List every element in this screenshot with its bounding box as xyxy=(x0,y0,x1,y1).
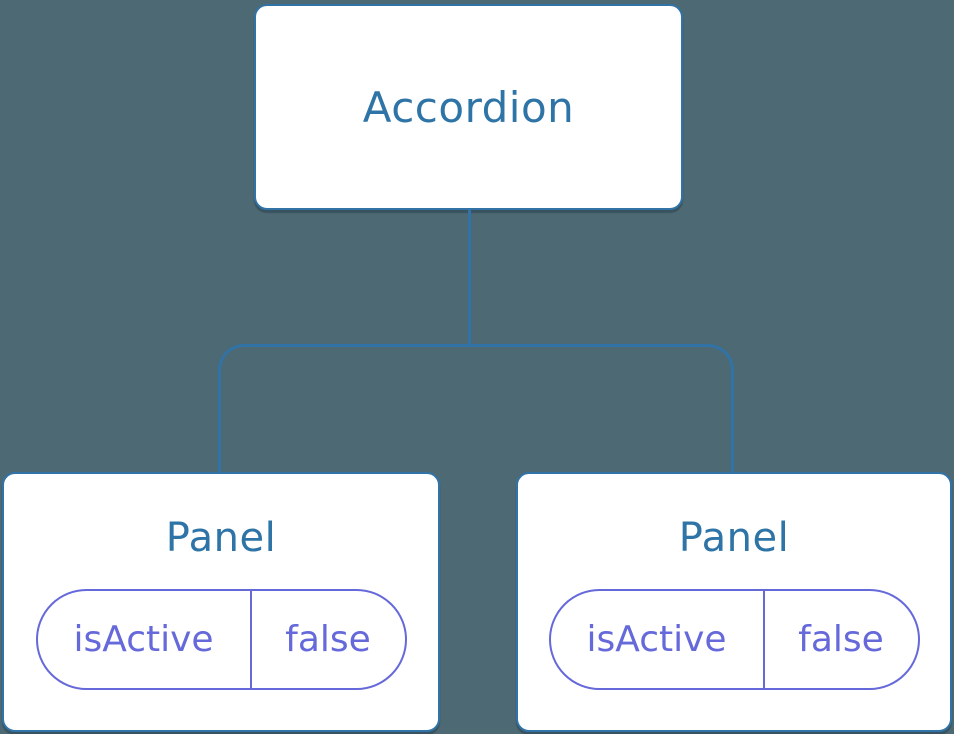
state-key: isActive xyxy=(551,591,765,688)
panel-node-label: Panel xyxy=(678,515,790,561)
state-pill: isActive false xyxy=(548,589,920,690)
panel-node-right: Panel isActive false xyxy=(516,472,952,732)
accordion-node: Accordion xyxy=(254,4,683,210)
accordion-node-label: Accordion xyxy=(362,82,575,132)
state-key: isActive xyxy=(38,591,252,688)
panel-node-label: Panel xyxy=(165,515,277,561)
state-value: false xyxy=(285,619,371,660)
panel-node-left: Panel isActive false xyxy=(2,472,440,732)
state-value: false xyxy=(798,619,884,660)
tree-connector-bracket xyxy=(218,344,734,472)
tree-connector-stem xyxy=(468,209,471,346)
state-pill: isActive false xyxy=(35,589,407,690)
